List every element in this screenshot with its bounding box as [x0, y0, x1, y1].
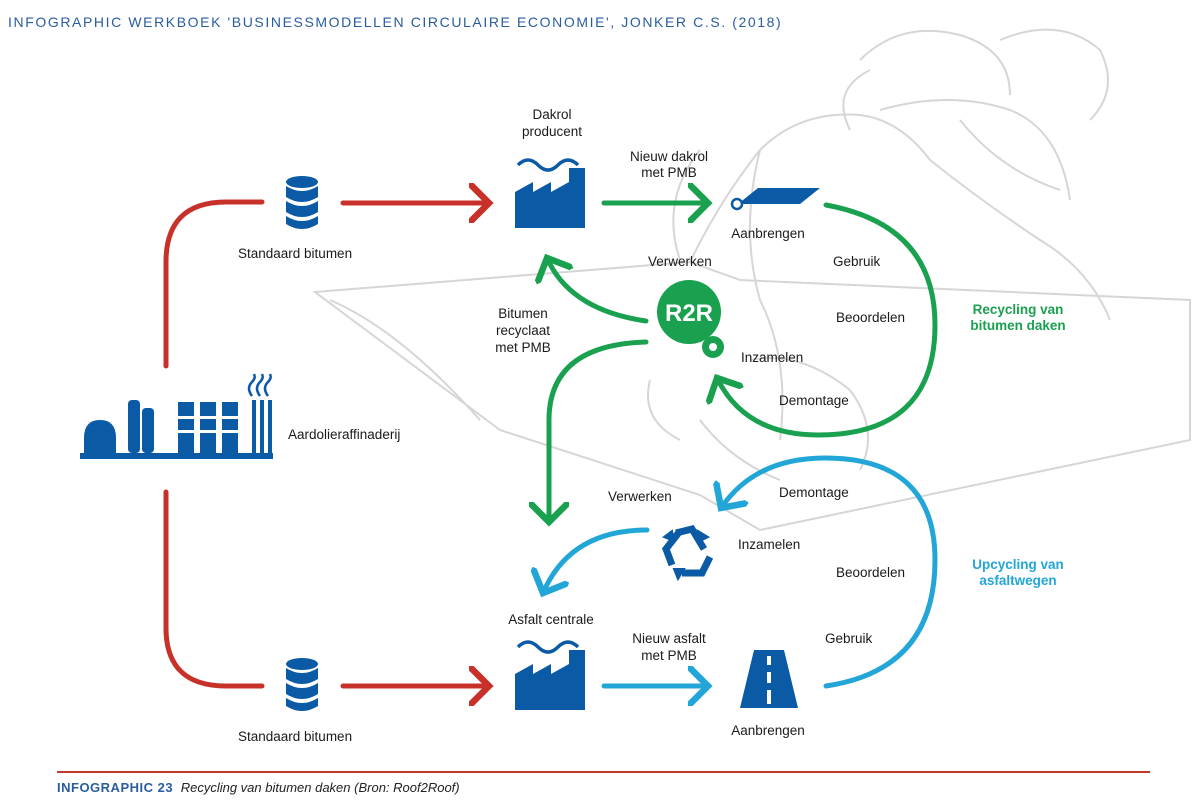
background-sketch: [312, 28, 1191, 532]
recycle-icon: [661, 524, 714, 582]
factory-icon: [515, 640, 585, 710]
raw-material-flows: [163, 199, 489, 689]
road-icon: [740, 650, 798, 708]
road-dismantle-label: Demontage: [779, 485, 849, 500]
red-curve-bottom: [163, 489, 265, 689]
road-process-label: Verwerken: [608, 489, 672, 504]
apply-bottom-label: Aanbrengen: [731, 723, 805, 738]
road-cycle-flows: [543, 455, 938, 689]
recyclate-label-line2: recyclaat: [496, 323, 550, 338]
recyclate-label-line1: Bitumen: [498, 306, 548, 321]
refinery-label: Aardolieraffinaderij: [288, 427, 400, 442]
road-use-label: Gebruik: [825, 631, 873, 646]
roof-producer-label-line2: producent: [522, 124, 582, 139]
database-icon: [286, 176, 318, 229]
roof-dismantle-label: Demontage: [779, 393, 849, 408]
roof-producer-label-line1: Dakrol: [532, 107, 571, 122]
new-roll-label-line2: met PMB: [641, 165, 697, 180]
asphalt-plant-label: Asfalt centrale: [508, 612, 594, 627]
footer-divider: [57, 771, 1150, 773]
recyclate-label-line3: met PMB: [495, 340, 551, 355]
roof-process-label: Verwerken: [648, 254, 712, 269]
roof-roll-icon: [730, 188, 820, 211]
roof-use-label: Gebruik: [833, 254, 881, 269]
standard-bitumen-bottom-label: Standaard bitumen: [238, 729, 352, 744]
refinery-icon: [80, 373, 273, 459]
footer-tag: INFOGRAPHIC 23: [57, 780, 174, 795]
database-icon: [286, 658, 318, 711]
new-asphalt-label-line1: Nieuw asfalt: [632, 631, 706, 646]
roof-cycle-title-line2: bitumen daken: [970, 318, 1065, 333]
blue-cycle-arc: [721, 455, 938, 689]
green-arrow-to-producer: [547, 258, 649, 324]
r2r-logo: R2R: [657, 280, 724, 358]
red-curve-top: [163, 199, 265, 369]
r2r-logo-text: R2R: [665, 300, 713, 327]
road-assess-label: Beoordelen: [836, 565, 905, 580]
road-collect-label: Inzamelen: [738, 537, 800, 552]
blue-arrow-to-asphalt: [543, 527, 650, 593]
page-header: INFOGRAPHIC WERKBOEK 'BUSINESSMODELLEN C…: [8, 14, 783, 30]
green-arrow-to-asphalt: [549, 339, 649, 522]
roof-cycle-title-line1: Recycling van: [973, 302, 1064, 317]
road-cycle-title-line1: Upcycling van: [972, 557, 1064, 572]
road-cycle-title-line2: asfaltwegen: [979, 573, 1056, 588]
standard-bitumen-top-label: Standaard bitumen: [238, 246, 352, 261]
factory-icon: [515, 158, 585, 228]
roof-assess-label: Beoordelen: [836, 310, 905, 325]
new-asphalt-label-line2: met PMB: [641, 648, 697, 663]
footer-caption: Recycling van bitumen daken (Bron: Roof2…: [180, 780, 460, 795]
roof-collect-label: Inzamelen: [741, 350, 803, 365]
new-roll-label-line1: Nieuw dakrol: [630, 149, 708, 164]
green-cycle-arc: [717, 202, 938, 438]
roof-cycle-flows: [547, 202, 938, 522]
apply-top-label: Aanbrengen: [731, 226, 805, 241]
footer: INFOGRAPHIC 23 Recycling van bitumen dak…: [57, 780, 460, 795]
